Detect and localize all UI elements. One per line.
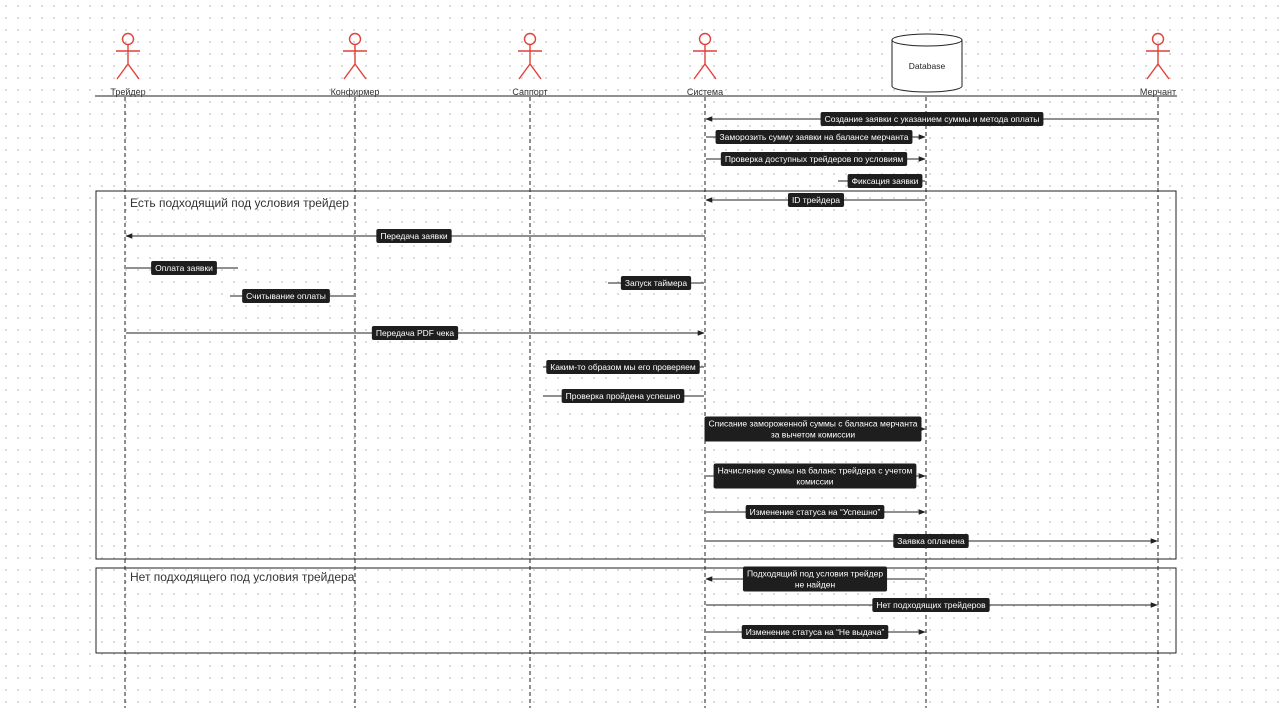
actor-icon [518, 32, 542, 80]
message-label: Передача заявки [380, 231, 448, 241]
message: Списание замороженной суммы с баланса ме… [704, 416, 926, 442]
message: Заморозить сумму заявки на балансе мерча… [706, 130, 926, 144]
message-label-bg [713, 463, 917, 489]
message-label-bg [893, 534, 969, 548]
message-label: Каким-то образом мы его проверяем [550, 362, 696, 372]
message: Заявка оплачена [706, 534, 1158, 548]
message-label-bg [720, 152, 908, 166]
participant-support: Саппорт [512, 32, 548, 97]
participant-system: Система [687, 32, 723, 97]
message: Изменение статуса на “Не выдача” [706, 625, 926, 639]
message-label-bg [151, 261, 217, 275]
message-label: Списание замороженной суммы с баланса ме… [709, 419, 918, 440]
actor-icon [1146, 32, 1170, 80]
participant-name: Трейдер [110, 87, 145, 97]
message: Нет подходящих трейдеров [706, 598, 1158, 612]
message-label-bg [704, 416, 922, 442]
message: Начисление суммы на баланс трейдера с уч… [706, 463, 926, 489]
message-label: Изменение статуса на “Не выдача” [746, 627, 885, 637]
participant-name: Саппорт [512, 87, 547, 97]
message: Фиксация заявки [838, 174, 925, 188]
message-label-bg [715, 130, 913, 144]
message: Создание заявки с указанием суммы и мето… [705, 112, 1157, 126]
message-label-bg [820, 112, 1044, 126]
frame-title: Есть подходящий под условия трейдер [130, 196, 349, 210]
message: ID трейдера [705, 193, 925, 207]
participant-name: Мерчант [1140, 87, 1176, 97]
message-label-bg [741, 625, 889, 639]
message-label-bg [872, 598, 990, 612]
participant-merchant: Мерчант [1140, 32, 1176, 97]
message-label-bg [742, 566, 888, 592]
message-label: Заявка оплачена [897, 536, 965, 546]
participant-trader: Трейдер [110, 32, 146, 97]
frame-no-match: Нет подходящего под условия трейдера [95, 567, 1177, 654]
message-label: Проверка доступных трейдеров по условиям [725, 154, 903, 164]
actor-icon [343, 32, 367, 80]
message-label-bg [561, 389, 685, 403]
actor-icon [693, 32, 717, 80]
message: Передача PDF чека [126, 326, 705, 340]
message: Изменение статуса на “Успешно” [706, 505, 926, 519]
message-label: Фиксация заявки [852, 176, 919, 186]
message-label: ID трейдера [792, 195, 840, 205]
participant-confirmer: Конфирмер [331, 32, 380, 97]
participant-name: Система [687, 87, 723, 97]
message: Запуск таймера [608, 276, 704, 290]
message: Оплата заявки [126, 261, 238, 275]
message-label: Изменение статуса на “Успешно” [750, 507, 881, 517]
message: Передача заявки [125, 229, 705, 243]
message: Считывание оплаты [230, 289, 354, 303]
message-label: Начисление суммы на баланс трейдера с уч… [718, 466, 913, 487]
database-icon [891, 33, 963, 93]
participant-database: Database [891, 33, 963, 93]
message-label: Передача PDF чека [376, 328, 455, 338]
message-label: Считывание оплаты [246, 291, 326, 301]
message-label-bg [745, 505, 885, 519]
message-label-bg [371, 326, 459, 340]
message-label-bg [546, 360, 700, 374]
message: Каким-то образом мы его проверяем [543, 360, 704, 374]
frame-match-found: Есть подходящий под условия трейдер [95, 190, 1177, 560]
messages: Создание заявки с указанием суммы и мето… [125, 112, 1158, 639]
message-label: Оплата заявки [155, 263, 213, 273]
message: Проверка пройдена успешно [543, 389, 704, 403]
message-label: Нет подходящих трейдеров [876, 600, 986, 610]
message-label-bg [620, 276, 692, 290]
message-label: Заморозить сумму заявки на балансе мерча… [720, 132, 909, 142]
message-label: Запуск таймера [625, 278, 688, 288]
actor-icon [116, 32, 140, 80]
message-label: Проверка пройдена успешно [566, 391, 681, 401]
message: Проверка доступных трейдеров по условиям [706, 152, 926, 166]
lifelines [124, 97, 1159, 708]
message-label-bg [376, 229, 452, 243]
message-label-bg [242, 289, 330, 303]
message-label-bg [787, 193, 845, 207]
message-label: Создание заявки с указанием суммы и мето… [825, 114, 1040, 124]
participant-name: Конфирмер [331, 87, 380, 97]
participant-name: Database [909, 61, 946, 71]
frame-title: Нет подходящего под условия трейдера [130, 570, 355, 584]
message-label-bg [847, 174, 923, 188]
